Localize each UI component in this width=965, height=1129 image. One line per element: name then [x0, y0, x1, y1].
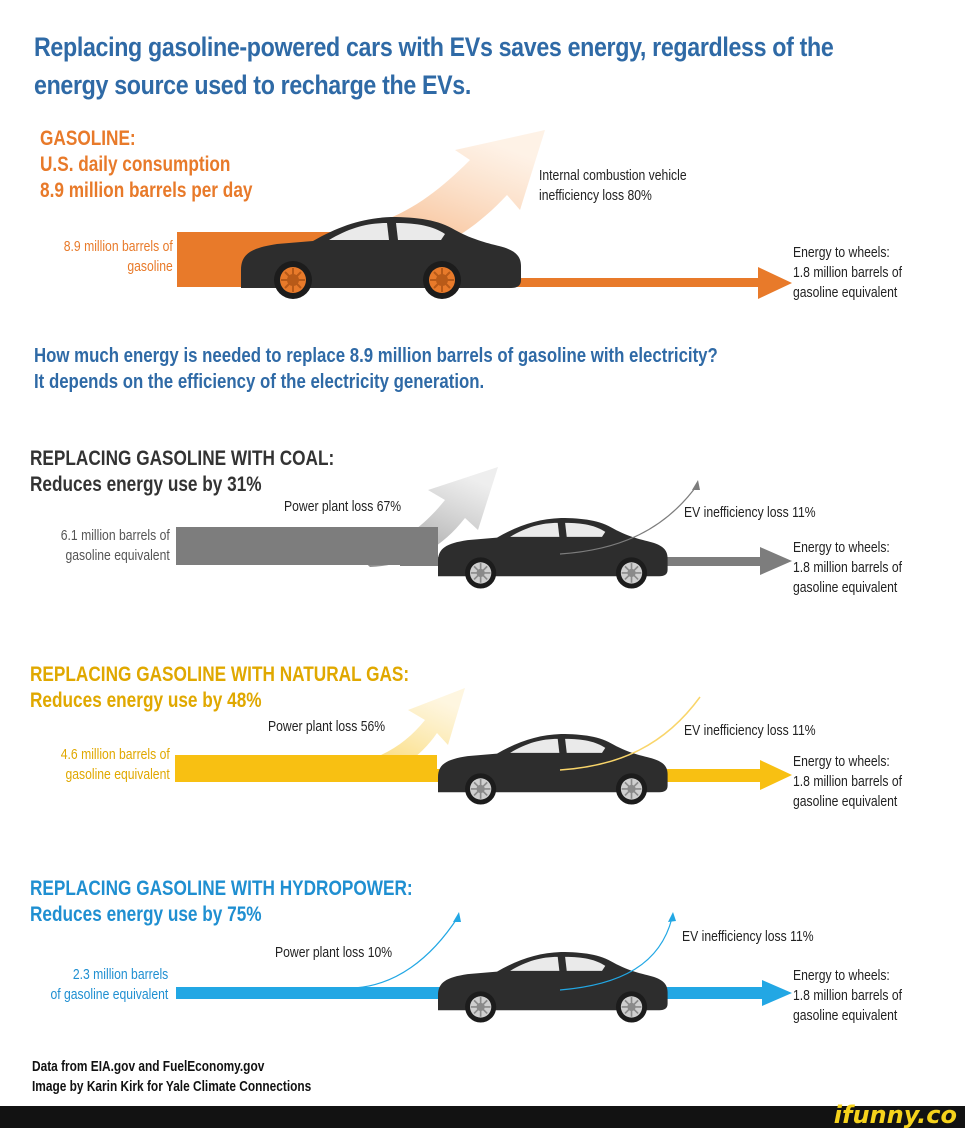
gasoline-loss-line-1: Internal combustion vehicle	[539, 168, 687, 184]
coal-plant-loss-arrow	[360, 467, 498, 567]
hydro-heading: REPLACING GASOLINE WITH HYDROPOWER: Redu…	[30, 876, 413, 928]
gasoline-loss-line-2: inefficiency loss 80%	[539, 188, 652, 204]
hydro-output-arrowhead	[762, 980, 792, 1006]
natural-gas-input-label: 4.6 million barrels of gasoline equivale…	[61, 745, 170, 785]
natural-gas-output-arrowhead	[760, 760, 792, 790]
hydro-input-bar	[176, 987, 438, 999]
coal-ev-loss-label: EV inefficiency loss 11%	[684, 505, 816, 521]
credits-line-1: Data from EIA.gov and FuelEconomy.gov	[32, 1059, 265, 1075]
natural-gas-plant-loss-label: Power plant loss 56%	[268, 719, 386, 735]
natural-gas-ev-loss-line	[559, 696, 701, 771]
hydro-ev-loss-line	[559, 917, 673, 991]
hydro-output-line-2: 1.8 million barrels of	[793, 988, 902, 1004]
hydro-input-line-1: 2.3 million barrels	[72, 967, 168, 983]
watermark-logo: ifunny.co	[833, 1101, 957, 1129]
gasoline-heading-2: U.S. daily consumption	[40, 153, 231, 176]
title-line-2: energy source used to recharge the EVs.	[34, 70, 471, 100]
question-text: How much energy is needed to replace 8.9…	[34, 343, 718, 395]
natural-gas-output-label: Energy to wheels: 1.8 million barrels of…	[793, 752, 902, 812]
natural-gas-input-line-1: 4.6 million barrels of	[61, 747, 170, 763]
gasoline-heading-3: 8.9 million barrels per day	[40, 179, 253, 202]
coal-heading-1: REPLACING GASOLINE WITH COAL:	[30, 447, 335, 470]
hydro-plant-loss-line	[354, 916, 459, 989]
gasoline-input-line-2: gasoline	[127, 259, 173, 275]
hydro-output-line-1: Energy to wheels:	[793, 968, 890, 984]
main-title: Replacing gasoline-powered cars with EVs…	[34, 28, 834, 104]
gasoline-heading: GASOLINE: U.S. daily consumption 8.9 mil…	[40, 126, 252, 204]
coal-car-icon	[438, 517, 668, 590]
coal-heading-2: Reduces energy use by 31%	[30, 473, 262, 496]
coal-input-line-2: gasoline equivalent	[65, 548, 170, 564]
credits-line-2: Image by Karin Kirk for Yale Climate Con…	[32, 1079, 312, 1095]
coal-ev-loss-arrowhead	[692, 480, 700, 490]
hydro-output-line-3: gasoline equivalent	[793, 1008, 898, 1024]
coal-output-line-2: 1.8 million barrels of	[793, 560, 902, 576]
coal-output-arrowhead	[760, 547, 792, 575]
natural-gas-input-line-2: gasoline equivalent	[65, 767, 170, 783]
coal-output-label: Energy to wheels: 1.8 million barrels of…	[793, 538, 902, 598]
gasoline-heading-1: GASOLINE:	[40, 127, 136, 150]
gasoline-output-bar	[330, 278, 758, 287]
natural-gas-output-line-2: 1.8 million barrels of	[793, 774, 902, 790]
gasoline-output-line-3: gasoline equivalent	[793, 285, 898, 301]
natural-gas-flow	[175, 688, 792, 806]
gasoline-output-line-2: 1.8 million barrels of	[793, 265, 902, 281]
natural-gas-heading-1: REPLACING GASOLINE WITH NATURAL GAS:	[30, 663, 410, 686]
hydro-flow	[176, 912, 792, 1024]
coal-flow	[176, 467, 792, 590]
natural-gas-heading-2: Reduces energy use by 48%	[30, 689, 262, 712]
hydro-ev-loss-label: EV inefficiency loss 11%	[682, 929, 814, 945]
coal-ev-loss-line	[559, 483, 699, 555]
hydro-plant-loss-arrowhead	[453, 912, 461, 922]
natural-gas-plant-loss-arrow	[340, 688, 465, 780]
question-line-1: How much energy is needed to replace 8.9…	[34, 344, 718, 367]
natural-gas-car-icon	[438, 733, 668, 806]
coal-input-bar	[176, 527, 438, 565]
hydro-car-icon	[438, 951, 668, 1024]
coal-input-label: 6.1 million barrels of gasoline equivale…	[61, 526, 170, 566]
hydro-plant-loss-label: Power plant loss 10%	[275, 945, 393, 961]
title-line-1: Replacing gasoline-powered cars with EVs…	[34, 32, 834, 62]
hydro-input-line-2: of gasoline equivalent	[50, 987, 168, 1003]
coal-heading: REPLACING GASOLINE WITH COAL: Reduces en…	[30, 446, 334, 498]
natural-gas-output-line-3: gasoline equivalent	[793, 794, 898, 810]
natural-gas-input-bar	[175, 755, 437, 782]
coal-output-line-1: Energy to wheels:	[793, 540, 890, 556]
coal-plant-loss-label: Power plant loss 67%	[284, 499, 402, 515]
gasoline-output-label: Energy to wheels: 1.8 million barrels of…	[793, 243, 902, 303]
hydro-output-label: Energy to wheels: 1.8 million barrels of…	[793, 966, 902, 1026]
gasoline-flow	[177, 130, 792, 300]
natural-gas-heading: REPLACING GASOLINE WITH NATURAL GAS: Red…	[30, 662, 409, 714]
gasoline-car-icon	[241, 217, 521, 300]
natural-gas-ev-loss-label: EV inefficiency loss 11%	[684, 723, 816, 739]
credits: Data from EIA.gov and FuelEconomy.gov Im…	[32, 1057, 311, 1097]
gasoline-input-line-1: 8.9 million barrels of	[64, 239, 173, 255]
natural-gas-output-line-1: Energy to wheels:	[793, 754, 890, 770]
coal-output-line-3: gasoline equivalent	[793, 580, 898, 596]
gasoline-output-line-1: Energy to wheels:	[793, 245, 890, 261]
hydro-ev-loss-arrowhead	[668, 912, 676, 922]
gasoline-loss-label: Internal combustion vehicle inefficiency…	[539, 166, 687, 206]
hydro-input-label: 2.3 million barrels of gasoline equivale…	[50, 965, 168, 1005]
watermark-bar	[0, 1106, 965, 1128]
gasoline-input-label: 8.9 million barrels of gasoline	[64, 237, 173, 277]
hydro-heading-2: Reduces energy use by 75%	[30, 903, 262, 926]
hydro-heading-1: REPLACING GASOLINE WITH HYDROPOWER:	[30, 877, 413, 900]
gasoline-output-arrowhead	[758, 267, 792, 299]
coal-input-line-1: 6.1 million barrels of	[61, 528, 170, 544]
question-line-2: It depends on the efficiency of the elec…	[34, 370, 485, 393]
